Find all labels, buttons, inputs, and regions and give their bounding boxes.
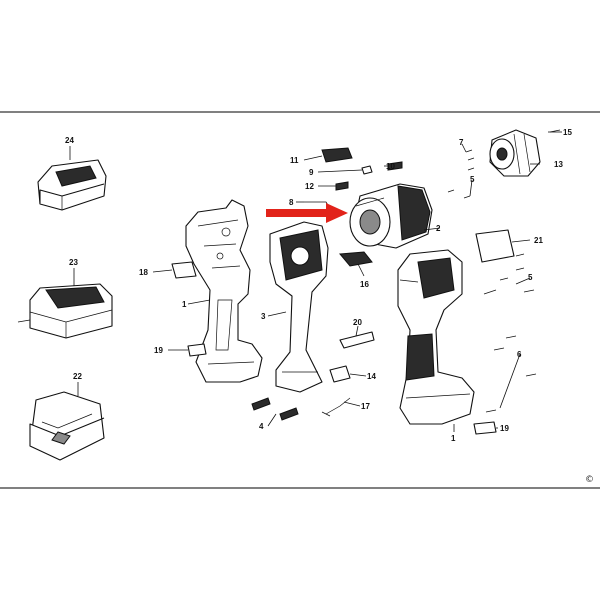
callout-1-left: 1 xyxy=(182,300,187,309)
callout-14: 14 xyxy=(367,372,376,381)
callout-7: 7 xyxy=(459,138,464,147)
contact-14-part xyxy=(329,365,351,383)
switch-16-part xyxy=(339,251,373,267)
callout-5-top: 5 xyxy=(470,175,475,184)
spring-10-part xyxy=(387,161,403,171)
callout-9: 9 xyxy=(309,168,314,177)
callout-12: 12 xyxy=(305,182,314,191)
callout-22: 22 xyxy=(73,372,82,381)
copyright-mark: © xyxy=(585,475,594,485)
housing-assembled-part xyxy=(397,249,475,425)
right-arrow-icon xyxy=(266,203,348,223)
wire-17-part xyxy=(321,397,351,417)
badge-part xyxy=(475,229,515,263)
clip-9-part xyxy=(361,165,373,175)
callout-11: 11 xyxy=(290,156,299,165)
callout-23: 23 xyxy=(69,258,78,267)
callout-19-left: 19 xyxy=(154,346,163,355)
battery-pack-part xyxy=(37,159,107,211)
callout-15: 15 xyxy=(563,128,572,137)
callout-19-right: 19 xyxy=(500,424,509,433)
callout-1-right: 1 xyxy=(451,434,456,443)
callout-24: 24 xyxy=(65,136,74,145)
callout-8: 8 xyxy=(289,198,294,207)
label-18-part xyxy=(171,261,197,279)
spring-12-part xyxy=(335,181,349,191)
callout-13: 13 xyxy=(554,160,563,169)
bit-20-part xyxy=(339,331,375,349)
callout-6: 6 xyxy=(517,350,522,359)
callout-3: 3 xyxy=(261,312,266,321)
callout-18: 18 xyxy=(139,268,148,277)
label-19-right-part xyxy=(473,421,497,435)
keyless-chuck-part xyxy=(489,129,541,177)
label-19-left-part xyxy=(187,343,207,357)
callout-5-right: 5 xyxy=(528,273,533,282)
charger-part xyxy=(17,283,113,339)
selector-11-part xyxy=(321,147,353,163)
callout-21: 21 xyxy=(534,236,543,245)
leader-lines xyxy=(69,131,562,432)
screws xyxy=(447,129,561,413)
carry-case-part xyxy=(29,391,105,461)
callout-16: 16 xyxy=(360,280,369,289)
springs-4-part xyxy=(251,397,299,421)
callout-17: 17 xyxy=(361,402,370,411)
housing-half-left-part xyxy=(185,199,263,383)
inner-housing-part xyxy=(269,221,329,393)
motor-gearbox-part xyxy=(349,183,433,249)
callout-10: 10 xyxy=(386,162,395,171)
callout-4: 4 xyxy=(259,422,264,431)
callout-labels: 24 23 22 18 1 19 3 4 8 11 9 10 12 2 7 5 … xyxy=(65,128,594,485)
callout-20: 20 xyxy=(353,318,362,327)
callout-2: 2 xyxy=(436,224,441,233)
